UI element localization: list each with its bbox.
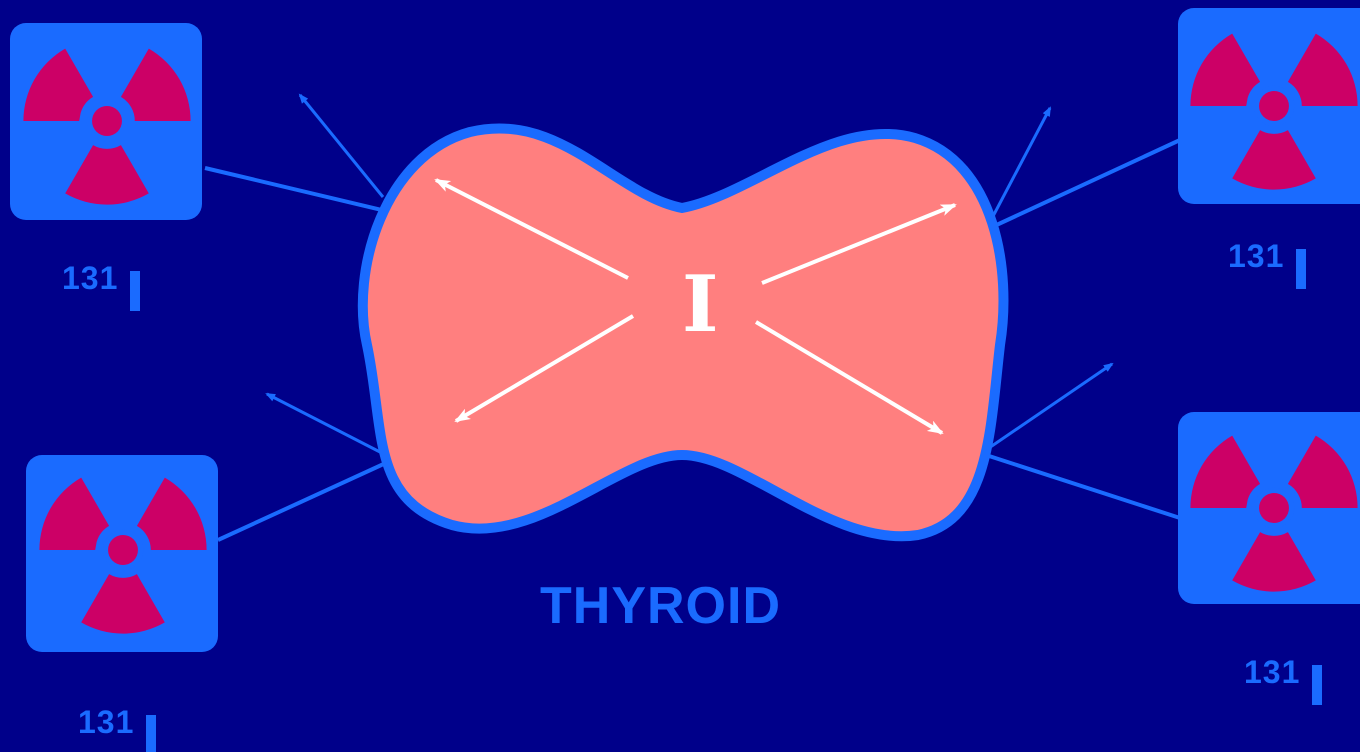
radiation-hazard-icon [10,23,202,220]
iodine-bar-glyph [146,715,156,752]
emission-arrow-bottom-left [267,394,380,452]
mass-number: 131 [62,260,118,296]
connector-line-top-left [205,168,382,210]
mass-number: 131 [1244,654,1300,690]
emission-arrow-bottom-right [986,364,1112,450]
mass-number: 131 [78,704,134,740]
connector-line-bottom-left [218,462,388,540]
iodine-symbol: I [682,266,719,344]
thyroid-label: THYROID [540,580,781,632]
connector-line-bottom-right [986,455,1180,518]
mass-number: 131 [1228,238,1284,274]
isotope-label-top-right: 131 [1228,240,1306,289]
isotope-label-bottom-right: 131 [1244,656,1322,705]
radiation-hazard-icon [1178,8,1360,204]
radiation-hazard-icon [26,455,218,652]
radiation-hazard-icon [1178,412,1360,604]
connector-line-top-right [990,140,1180,228]
isotope-label-top-left: 131 [62,262,140,311]
isotope-label-bottom-left: 131 [78,706,156,752]
emission-arrow-top-left [300,95,383,197]
iodine-bar-glyph [1296,249,1306,289]
iodine-bar-glyph [130,271,140,311]
iodine-bar-glyph [1312,665,1322,705]
